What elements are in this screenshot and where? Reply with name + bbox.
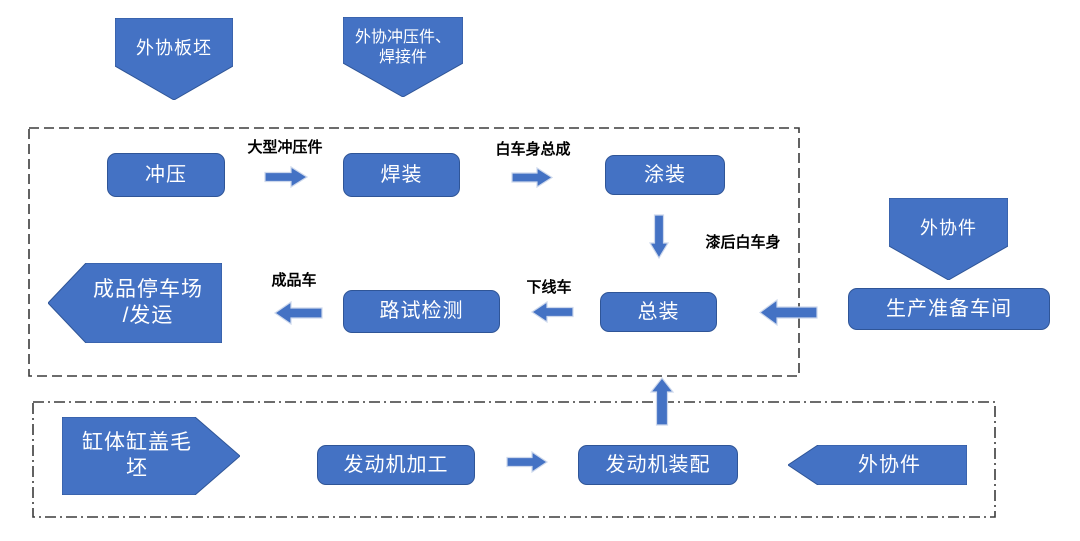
node-parking-label: 成品停车场 /发运 [93,277,203,327]
arrow-machining-to-engineassembly [506,450,549,474]
pentagon-down-shape [115,18,233,100]
node-engine-machining: 发动机加工 [317,445,475,485]
engine-plant-boundary [32,401,996,518]
label-offline-car: 下线车 [526,279,572,296]
label-body-in-white: 白车身总成 [495,141,571,158]
arrow-prep-to-assembly [758,298,818,327]
node-outsourced-right-label: 外协件 [920,217,977,238]
arrow-stamping-to-welding [264,165,309,189]
main-plant-boundary [28,127,800,377]
label-large-stampings: 大型冲压件 [247,139,323,156]
node-input-stamp-weld-label: 外协冲压件、 焊接件 [354,29,451,66]
node-parking: 成品停车场 /发运 [48,263,222,343]
node-cylinder-blank: 缸体缸盖毛 坯 [62,417,240,495]
arrow-engineassembly-to-assembly [649,377,675,426]
node-input-slab: 外协板坯 [115,18,233,100]
arrow-roadtest-to-parking [273,300,323,326]
label-finished-car: 成品车 [271,272,317,289]
node-road-test: 路试检测 [343,290,500,333]
label-painted-body: 漆后白车身 [705,234,781,251]
node-input-slab-label: 外协板坯 [136,37,212,58]
node-outsourced-bottom-label: 外协件 [858,453,921,476]
pentagon-left-shape [788,445,967,485]
node-outsourced-right: 外协件 [889,198,1008,280]
node-stamping: 冲压 [107,153,225,197]
node-engine-assembly: 发动机装配 [578,445,738,485]
arrow-assembly-to-roadtest [530,300,574,324]
node-painting: 涂装 [605,155,725,195]
pentagon-down-shape [889,198,1008,280]
node-cylinder-blank-label: 缸体缸盖毛 坯 [82,430,192,480]
arrow-welding-to-painting [511,166,554,189]
arrow-painting-to-assembly [648,214,670,260]
pentagon-down-shape [343,17,463,97]
node-prep-workshop: 生产准备车间 [848,288,1050,330]
node-welding: 焊装 [343,153,460,197]
pentagon-left-shape [48,263,222,343]
node-assembly: 总装 [600,292,717,332]
node-input-stamp-weld: 外协冲压件、 焊接件 [343,17,463,97]
pentagon-right-shape [62,417,240,495]
node-outsourced-bottom: 外协件 [788,445,967,485]
